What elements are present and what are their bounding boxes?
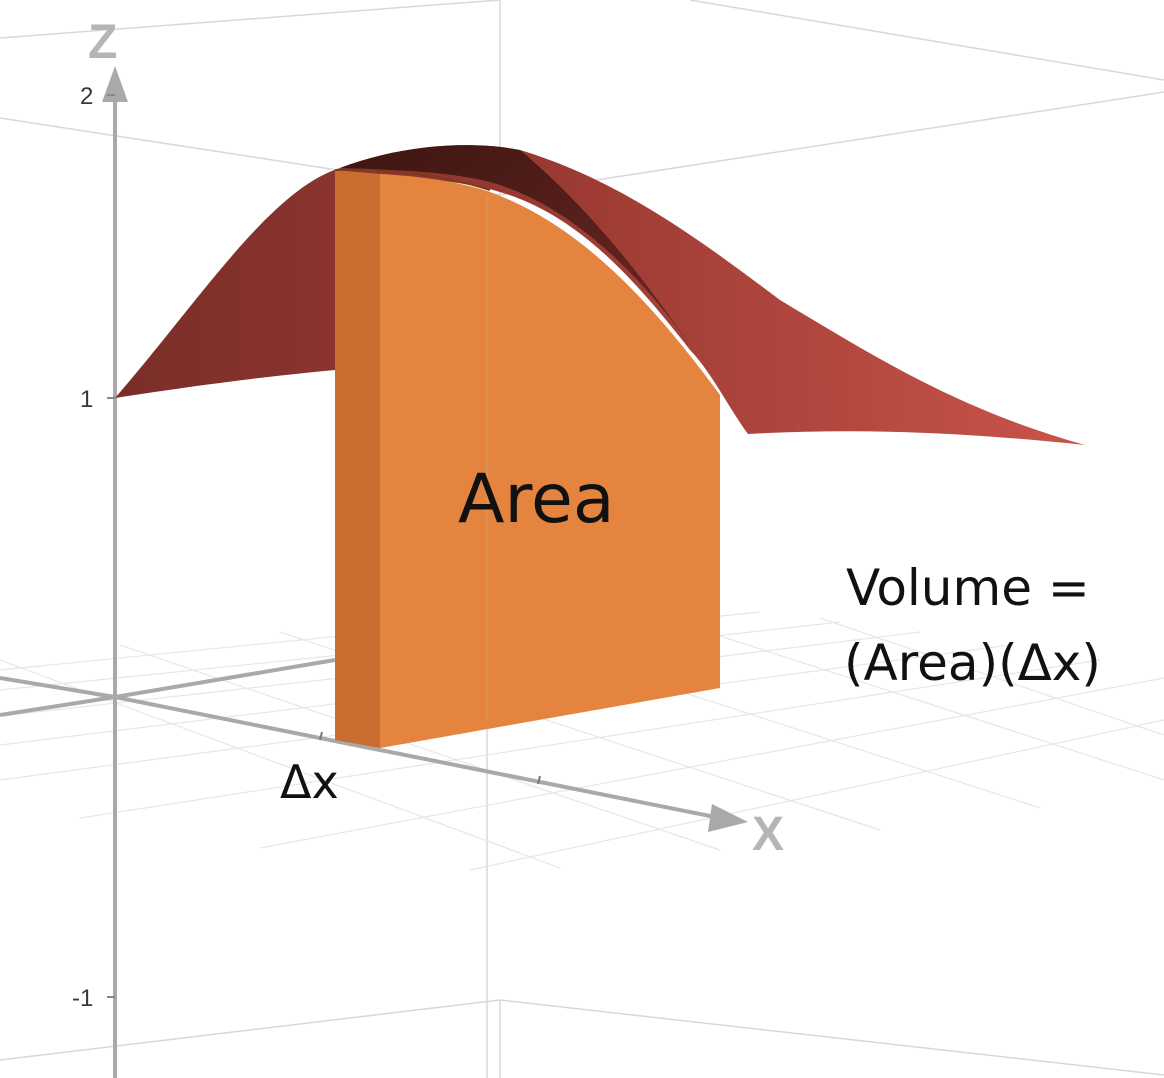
y-axis-line-back: [114, 658, 336, 699]
z-axis-arrowhead: [102, 66, 128, 102]
x-tick-marks: [319, 731, 541, 785]
axes: [0, 100, 721, 1078]
slab-front-face: [380, 174, 720, 748]
slab-top-edge: [334, 168, 491, 191]
area-label: Area: [458, 460, 615, 539]
z-tick-label-2: 2: [80, 83, 93, 110]
z-tick-marks: [107, 94, 115, 998]
z-tick-label-neg1: -1: [72, 985, 93, 1012]
x-axis-arrowhead: [708, 804, 748, 832]
x-axis-letter: X: [752, 808, 784, 861]
curved-surface: [115, 145, 1085, 445]
slice-slab: [334, 168, 720, 748]
z-tick-label-1: 1: [80, 386, 93, 413]
volume-formula-line1: Volume =: [846, 559, 1090, 617]
delta-x-label: Δx: [280, 755, 339, 809]
x-axis-line: [114, 695, 721, 820]
z-axis-letter: Z: [88, 16, 117, 69]
surface-sheet: [115, 145, 1085, 445]
surface-inner-fold: [340, 145, 700, 360]
volume-formula-line2: (Area)(Δx): [844, 634, 1101, 692]
y-axis-line: [0, 695, 116, 717]
slab-side-face: [335, 170, 380, 748]
